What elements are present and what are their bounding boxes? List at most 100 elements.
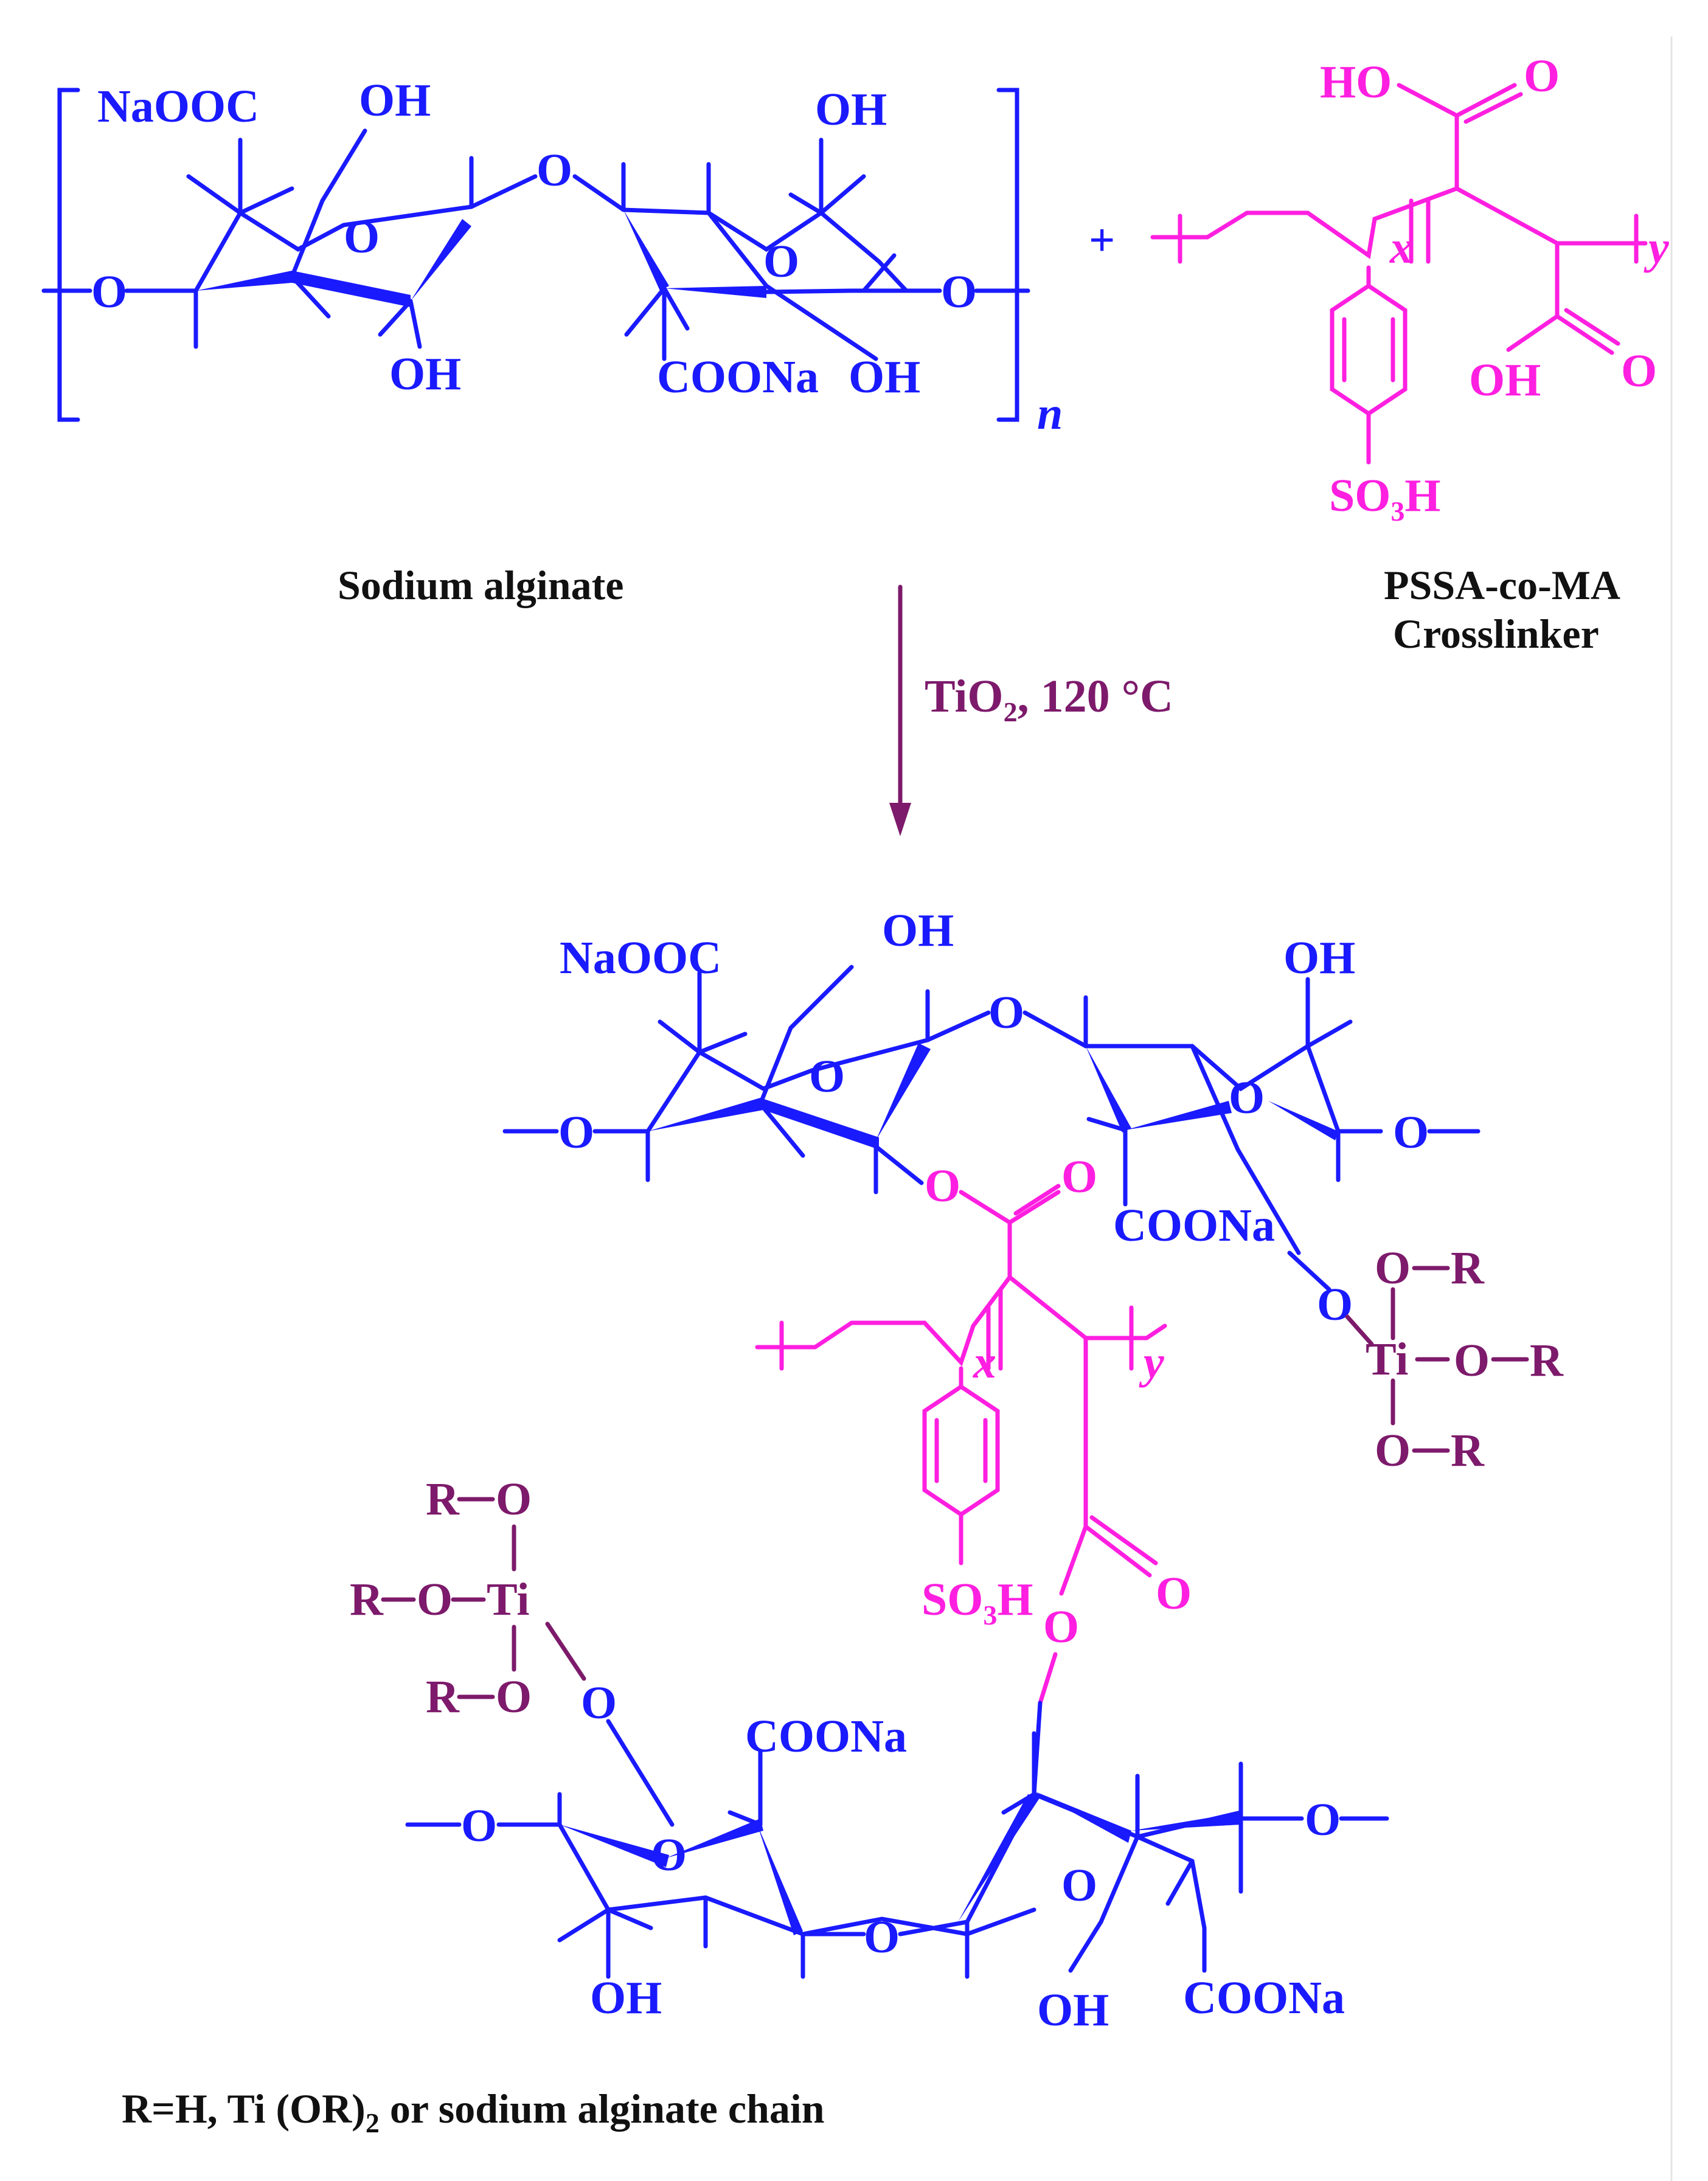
ester-bond bbox=[873, 1144, 924, 1185]
carboxyl-bond bbox=[1397, 83, 1523, 191]
wedge-bond bbox=[958, 1794, 1040, 1922]
ring-bond bbox=[965, 1731, 1304, 1979]
wedge-bond bbox=[560, 1825, 669, 1867]
wedge-bond bbox=[411, 219, 471, 301]
or-oxygen: O bbox=[496, 1474, 532, 1525]
ring-oxygen-2: O bbox=[763, 236, 799, 287]
ester-bond bbox=[959, 1184, 1061, 1280]
crosslinked-product-structure: O O NaOOC OH O O O OH COONa O O x y bbox=[350, 905, 1564, 2036]
ring-bond bbox=[645, 1038, 930, 1134]
carboxyl-o-label: O bbox=[1621, 345, 1657, 397]
wedge-bond bbox=[757, 1825, 803, 1935]
ring-oxygen: O bbox=[809, 1051, 845, 1102]
naooc-label: NaOOC bbox=[560, 932, 721, 983]
titanium-label: Ti bbox=[1366, 1334, 1408, 1385]
carbonyl-oxygen: O bbox=[1061, 1151, 1097, 1202]
carboxyl-ho-label: HO bbox=[1320, 57, 1392, 108]
ester-oxygen: O bbox=[1043, 1601, 1079, 1652]
hydroxyl-label: OH bbox=[849, 352, 920, 403]
ti-link-bond bbox=[606, 1719, 675, 1827]
ti-oxygen: O bbox=[1317, 1279, 1353, 1330]
ti-bond bbox=[1390, 1287, 1450, 1426]
wedge-bond bbox=[648, 1098, 763, 1131]
or-r-label: R bbox=[350, 1574, 384, 1625]
pssa-co-ma-structure: x y SO3H HO O OH O bbox=[1150, 50, 1669, 527]
hydroxyl-label: OH bbox=[359, 75, 431, 126]
wedge-bond bbox=[666, 1819, 763, 1858]
or-oxygen: O bbox=[1375, 1243, 1411, 1294]
reaction-arrow bbox=[889, 584, 911, 836]
glycosidic-bond bbox=[925, 1010, 991, 1042]
or-r-label: R bbox=[426, 1671, 460, 1722]
wedge-bond bbox=[1268, 1101, 1338, 1140]
bridge-oxygen: O bbox=[536, 145, 572, 196]
carboxyl-bond bbox=[1506, 241, 1620, 355]
wedge-bond bbox=[623, 210, 669, 291]
bracket-x bbox=[779, 1305, 991, 1371]
or-r-label: R bbox=[1451, 1425, 1485, 1476]
pssa-co-ma-label: PSSA-co-MA bbox=[1384, 562, 1620, 608]
sulfonic-acid-label: SO3H bbox=[1329, 470, 1441, 527]
ring-bond bbox=[624, 286, 690, 361]
right-bracket bbox=[996, 88, 1019, 422]
ester-bond bbox=[1032, 1701, 1043, 1797]
ring-oxygen-1: O bbox=[344, 212, 380, 263]
or-oxygen: O bbox=[417, 1574, 453, 1625]
wedge-bond bbox=[1131, 1812, 1241, 1831]
or-r-label: R bbox=[1530, 1335, 1564, 1386]
naooc-label: NaOOC bbox=[97, 81, 259, 132]
wedge-bond bbox=[1034, 1791, 1131, 1843]
benzene-ring bbox=[922, 1366, 1000, 1517]
glycosidic-bond bbox=[898, 1919, 970, 1937]
sodium-alginate-structure: n O O O NaOOC OH OH O O COONa OH bbox=[41, 75, 1063, 439]
benzene-ring bbox=[1330, 265, 1408, 417]
chain-oxygen-left: O bbox=[91, 266, 127, 317]
carboxyl-o-label: O bbox=[1524, 50, 1560, 102]
backbone-bond bbox=[1150, 186, 1648, 260]
carboxyl-bond bbox=[1059, 1336, 1158, 1596]
ring-oxygen: O bbox=[1061, 1860, 1097, 1911]
benzene-inner-bond bbox=[934, 1418, 988, 1483]
ti-link-bond bbox=[1287, 1250, 1331, 1292]
subscript-x: x bbox=[1389, 222, 1413, 273]
ring-oxygen: O bbox=[651, 1829, 687, 1881]
ring-bond bbox=[378, 156, 474, 349]
or-oxygen: O bbox=[496, 1671, 532, 1722]
carbonyl-oxygen: O bbox=[1156, 1568, 1192, 1619]
ester-bond bbox=[1038, 1652, 1058, 1705]
subscript-y: y bbox=[1644, 222, 1669, 273]
hydroxyl-label: OH bbox=[389, 348, 461, 400]
hydroxyl-label: OH bbox=[1037, 1985, 1109, 2036]
bracket-x bbox=[1178, 198, 1414, 264]
or-r-label: R bbox=[426, 1474, 460, 1525]
glycosidic-bond bbox=[1022, 1010, 1088, 1049]
ring-bond bbox=[1083, 1042, 1341, 1134]
backbone-bond bbox=[755, 1274, 1167, 1367]
sulfonic-acid-label: SO3H bbox=[922, 1574, 1033, 1631]
plus-sign: + bbox=[1089, 215, 1115, 266]
chain-oxygen-right: O bbox=[941, 266, 977, 317]
hydroxyl-label: OH bbox=[882, 905, 954, 956]
bracket-y bbox=[1426, 198, 1639, 264]
chain-oxygen: O bbox=[1305, 1794, 1341, 1845]
crosslinker-label: Crosslinker bbox=[1393, 611, 1599, 657]
wedge-bond bbox=[1125, 1101, 1232, 1130]
ring-oxygen: O bbox=[1229, 1072, 1265, 1123]
coona-label: COONa bbox=[1113, 1200, 1275, 1251]
ti-bond bbox=[1345, 1314, 1374, 1347]
wedge-bond bbox=[760, 1098, 879, 1149]
ring-bond bbox=[621, 137, 866, 215]
ring-bond bbox=[1083, 977, 1383, 1255]
or-oxygen: O bbox=[1454, 1335, 1490, 1386]
subscript-y: y bbox=[1139, 1337, 1164, 1388]
arrow-head bbox=[889, 803, 911, 836]
bracket-y bbox=[998, 1287, 1134, 1371]
ti-oxygen: O bbox=[581, 1677, 617, 1729]
wedge-bond bbox=[876, 1043, 931, 1140]
ring-bond bbox=[193, 128, 367, 349]
ring-bond bbox=[186, 137, 294, 215]
coona-label: COONa bbox=[745, 1711, 907, 1762]
chain-oxygen: O bbox=[1393, 1107, 1429, 1158]
ring-bond bbox=[557, 1749, 805, 1979]
